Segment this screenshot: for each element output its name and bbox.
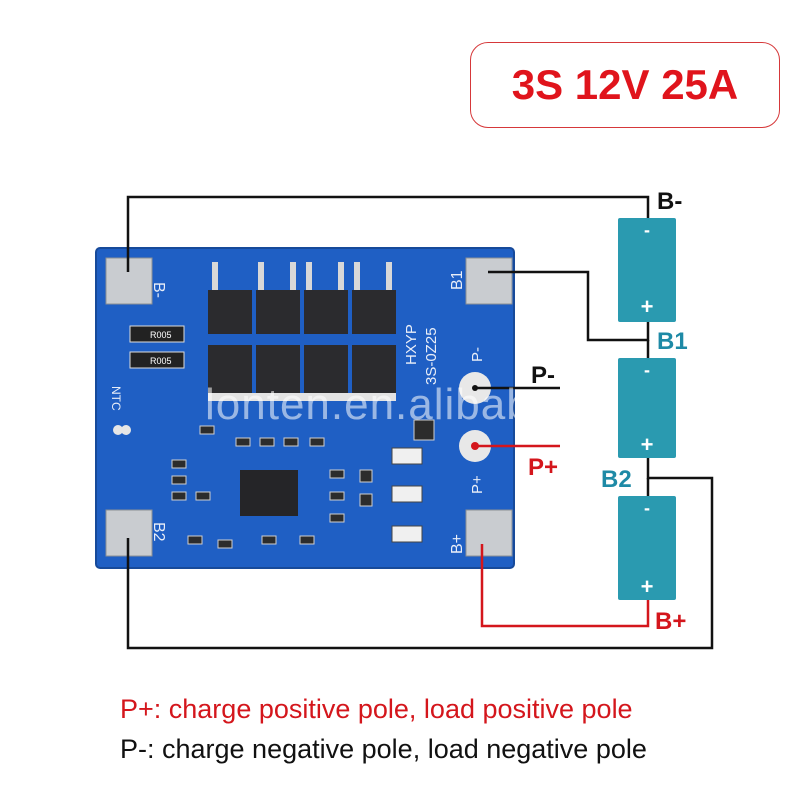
label-p-minus: P- xyxy=(531,362,555,389)
cell-3-pos: + xyxy=(641,574,654,599)
title-box: 3S 12V 25A xyxy=(470,42,780,128)
cell-3 xyxy=(618,496,676,600)
legend-p-plus: P+: charge positive pole, load positive … xyxy=(120,694,633,724)
battery-cells: - + - + - + xyxy=(618,218,676,600)
cell-2-pos: + xyxy=(641,432,654,457)
resistor-2 xyxy=(129,351,185,369)
silk-model-2: 3S-0Z25 xyxy=(423,327,440,385)
cell-3-neg: - xyxy=(644,498,650,518)
legend-p-minus: P-: charge negative pole, load negative … xyxy=(120,734,647,764)
silk-p-plus: P+ xyxy=(469,475,486,494)
silk-b1: B1 xyxy=(449,270,466,290)
resistor-1 xyxy=(129,325,185,343)
label-b-plus: B+ xyxy=(655,608,687,635)
watermark: lonten.en.alibaba xyxy=(205,380,558,429)
cell-1-pos: + xyxy=(641,294,654,319)
silk-b-minus: B- xyxy=(150,282,167,298)
silk-b2: B2 xyxy=(150,522,167,542)
bms-board: R005 R005 B- B1 B2 xyxy=(95,247,515,569)
silk-p-minus: P- xyxy=(469,347,486,362)
wires-black xyxy=(126,195,714,650)
cell-1 xyxy=(618,218,676,322)
wire-b1 xyxy=(488,270,650,342)
label-b-minus: B- xyxy=(657,188,683,215)
title: 3S 12V 25A xyxy=(511,61,739,108)
cell-2 xyxy=(618,358,676,458)
resistor-1-marking: R005 xyxy=(150,330,172,340)
mosfet-row-top xyxy=(208,262,396,334)
wire-b-plus xyxy=(480,544,650,628)
resistor-2-marking: R005 xyxy=(150,356,172,366)
label-b1: B1 xyxy=(657,328,688,355)
wires-red xyxy=(475,444,650,628)
mosfet-row-bottom xyxy=(208,345,396,401)
control-ic xyxy=(240,470,298,516)
wire-b-minus xyxy=(126,195,650,272)
silk-ntc: NTC xyxy=(109,386,123,411)
label-p-plus: P+ xyxy=(528,454,559,481)
cell-1-neg: - xyxy=(644,220,650,240)
wire-b2 xyxy=(126,458,714,650)
silk-b-plus: B+ xyxy=(449,534,466,554)
pad-b1 xyxy=(465,257,513,305)
pad-b-plus xyxy=(465,509,513,557)
cell-2-neg: - xyxy=(644,360,650,380)
label-b2: B2 xyxy=(601,466,632,493)
silk-model-1: HXYP xyxy=(403,324,420,365)
